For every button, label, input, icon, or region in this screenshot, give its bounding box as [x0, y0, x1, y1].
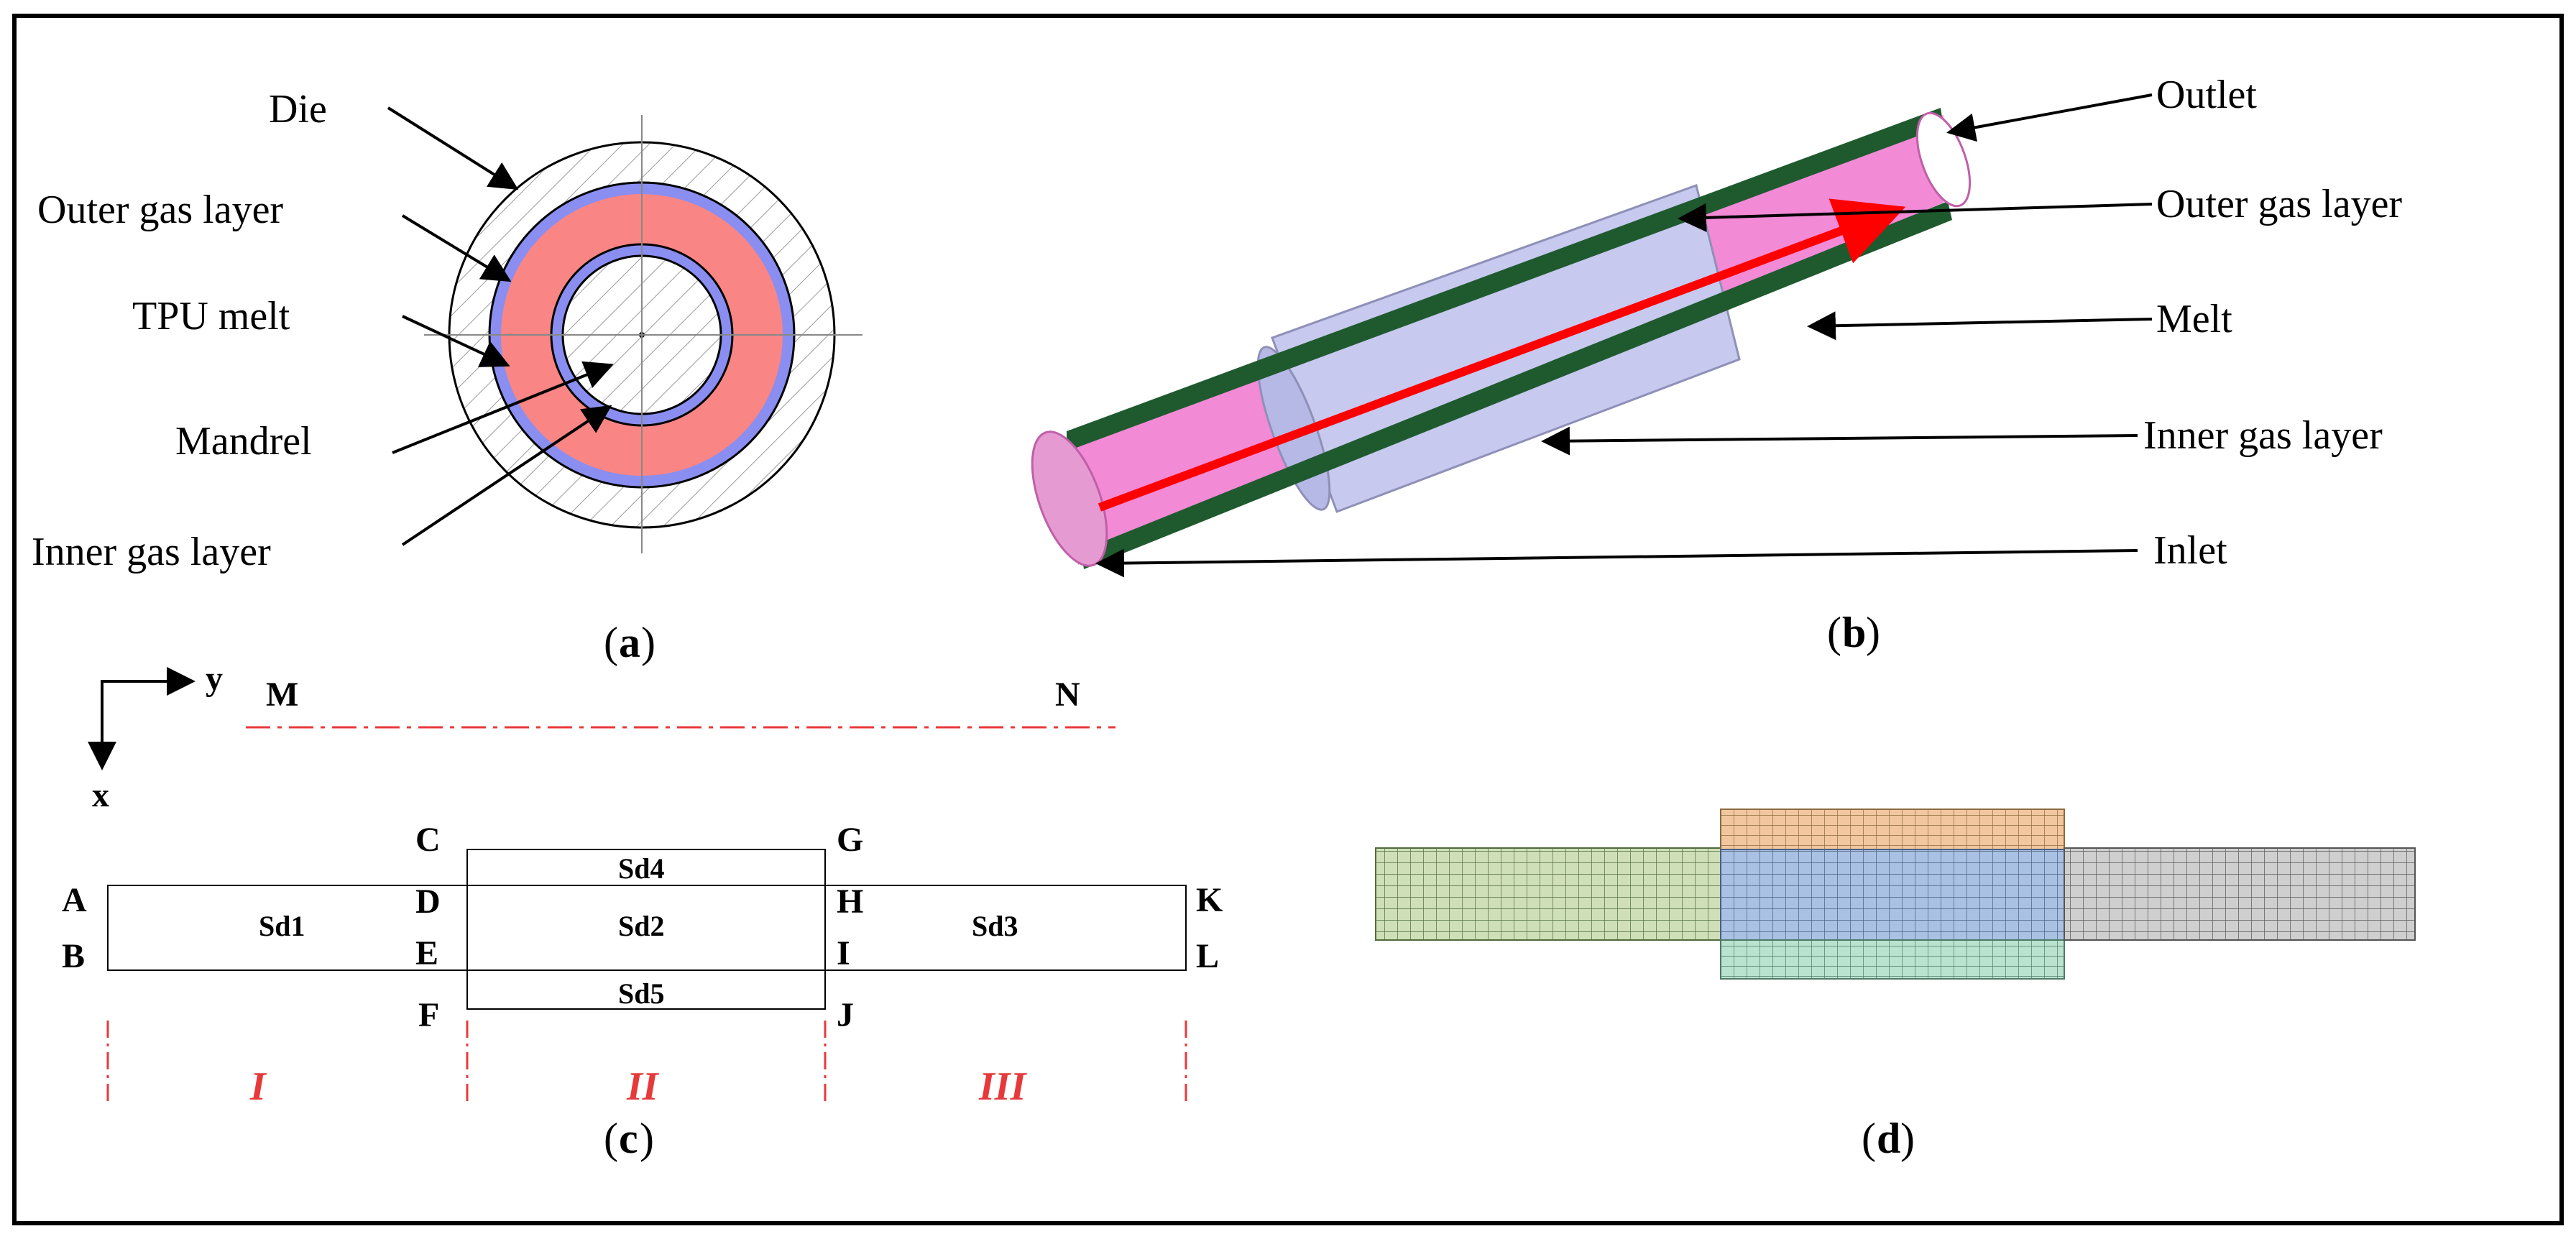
region-ii-label: II [626, 1064, 660, 1109]
caption-a: ( a ) [604, 619, 656, 666]
figure-frame [12, 14, 2564, 1225]
outlet-label: Outlet [2156, 73, 2257, 117]
mesh-sd1 [1375, 847, 1721, 941]
point-l: L [1196, 937, 1219, 975]
point-f: F [418, 996, 439, 1034]
point-n: N [1055, 676, 1080, 714]
svg-text:c: c [619, 1115, 638, 1162]
sd4-label: Sd4 [618, 852, 665, 885]
svg-text:): ) [1866, 609, 1880, 656]
sd1-label: Sd1 [259, 910, 305, 942]
panel-b: Outlet Outer gas layer Melt Inner gas la… [1031, 73, 2402, 656]
caption-b: ( b ) [1827, 609, 1880, 656]
tpu-melt-arrow [402, 315, 510, 367]
sd2-label: Sd2 [618, 910, 665, 942]
svg-text:): ) [641, 619, 656, 666]
inlet-label: Inlet [2153, 528, 2227, 573]
region-iii-label: III [978, 1064, 1028, 1109]
die-label: Die [269, 87, 327, 132]
svg-text:): ) [1900, 1115, 1915, 1162]
melt-arrow [1807, 311, 2153, 341]
svg-text:(: ( [604, 619, 618, 666]
inner-gas-b-arrow [1541, 426, 2138, 456]
svg-text:b: b [1842, 609, 1866, 656]
caption-d: ( d ) [1862, 1115, 1915, 1162]
panel-c: y x M N Sd1 Sd2 Sd3 Sd4 Sd5 A B C D E F … [62, 660, 1223, 1162]
sd5-rect [466, 969, 826, 1010]
point-h: H [837, 883, 863, 921]
svg-text:a: a [619, 619, 640, 666]
panel-a: Die Outer gas layer TPU melt Mandrel Inn… [32, 87, 862, 666]
inner-gas-arrow [401, 405, 612, 546]
point-j: J [837, 996, 854, 1034]
x-axis-label: x [92, 776, 109, 814]
svg-text:(: ( [1827, 609, 1841, 656]
y-axis-label: y [206, 660, 223, 698]
point-m: M [266, 676, 298, 714]
mandrel-arrow [392, 361, 614, 454]
point-a: A [62, 881, 87, 919]
caption-c: ( c ) [604, 1115, 654, 1162]
outer-gas-b-label: Outer gas layer [2156, 182, 2402, 226]
sd5-label: Sd5 [618, 977, 665, 1010]
svg-text:): ) [640, 1115, 654, 1162]
point-c: C [415, 821, 441, 859]
svg-text:d: d [1877, 1115, 1900, 1162]
svg-text:(: ( [1862, 1115, 1876, 1162]
inlet-opening [1031, 430, 1108, 567]
die-arrow [387, 106, 519, 190]
mesh-sd2 [1720, 849, 2065, 941]
sd3-label: Sd3 [972, 910, 1018, 942]
outlet-arrow [1946, 93, 2153, 142]
point-b: B [62, 937, 85, 975]
mesh-sd4 [1720, 809, 2065, 850]
mesh-sd3 [2064, 847, 2416, 941]
outlet-opening [1915, 111, 1972, 208]
outer-gas-label: Outer gas layer [37, 188, 283, 232]
region-i-label: I [249, 1064, 267, 1109]
point-d: D [415, 883, 441, 921]
flow-direction-arrow [1098, 198, 1906, 512]
tpu-melt-label: TPU melt [132, 294, 290, 338]
outer-gas-arrow [401, 214, 512, 282]
point-g: G [837, 821, 863, 859]
panel-d: ( d ) [1375, 809, 2416, 1162]
point-e: E [415, 934, 438, 972]
melt-label: Melt [2156, 297, 2232, 341]
inner-gas-b-label: Inner gas layer [2143, 413, 2383, 458]
inner-gas-label: Inner gas layer [32, 530, 271, 574]
outer-wall-bottom [1081, 201, 1952, 569]
point-k: K [1196, 881, 1223, 919]
mandrel-label: Mandrel [175, 419, 312, 464]
outer-wall-top [1067, 108, 1944, 451]
inlet-arrow [1095, 548, 2138, 578]
point-i: I [837, 934, 850, 972]
mesh-sd5 [1720, 939, 2065, 980]
outer-gas-b-arrow [1678, 203, 2153, 232]
svg-text:(: ( [604, 1115, 618, 1162]
